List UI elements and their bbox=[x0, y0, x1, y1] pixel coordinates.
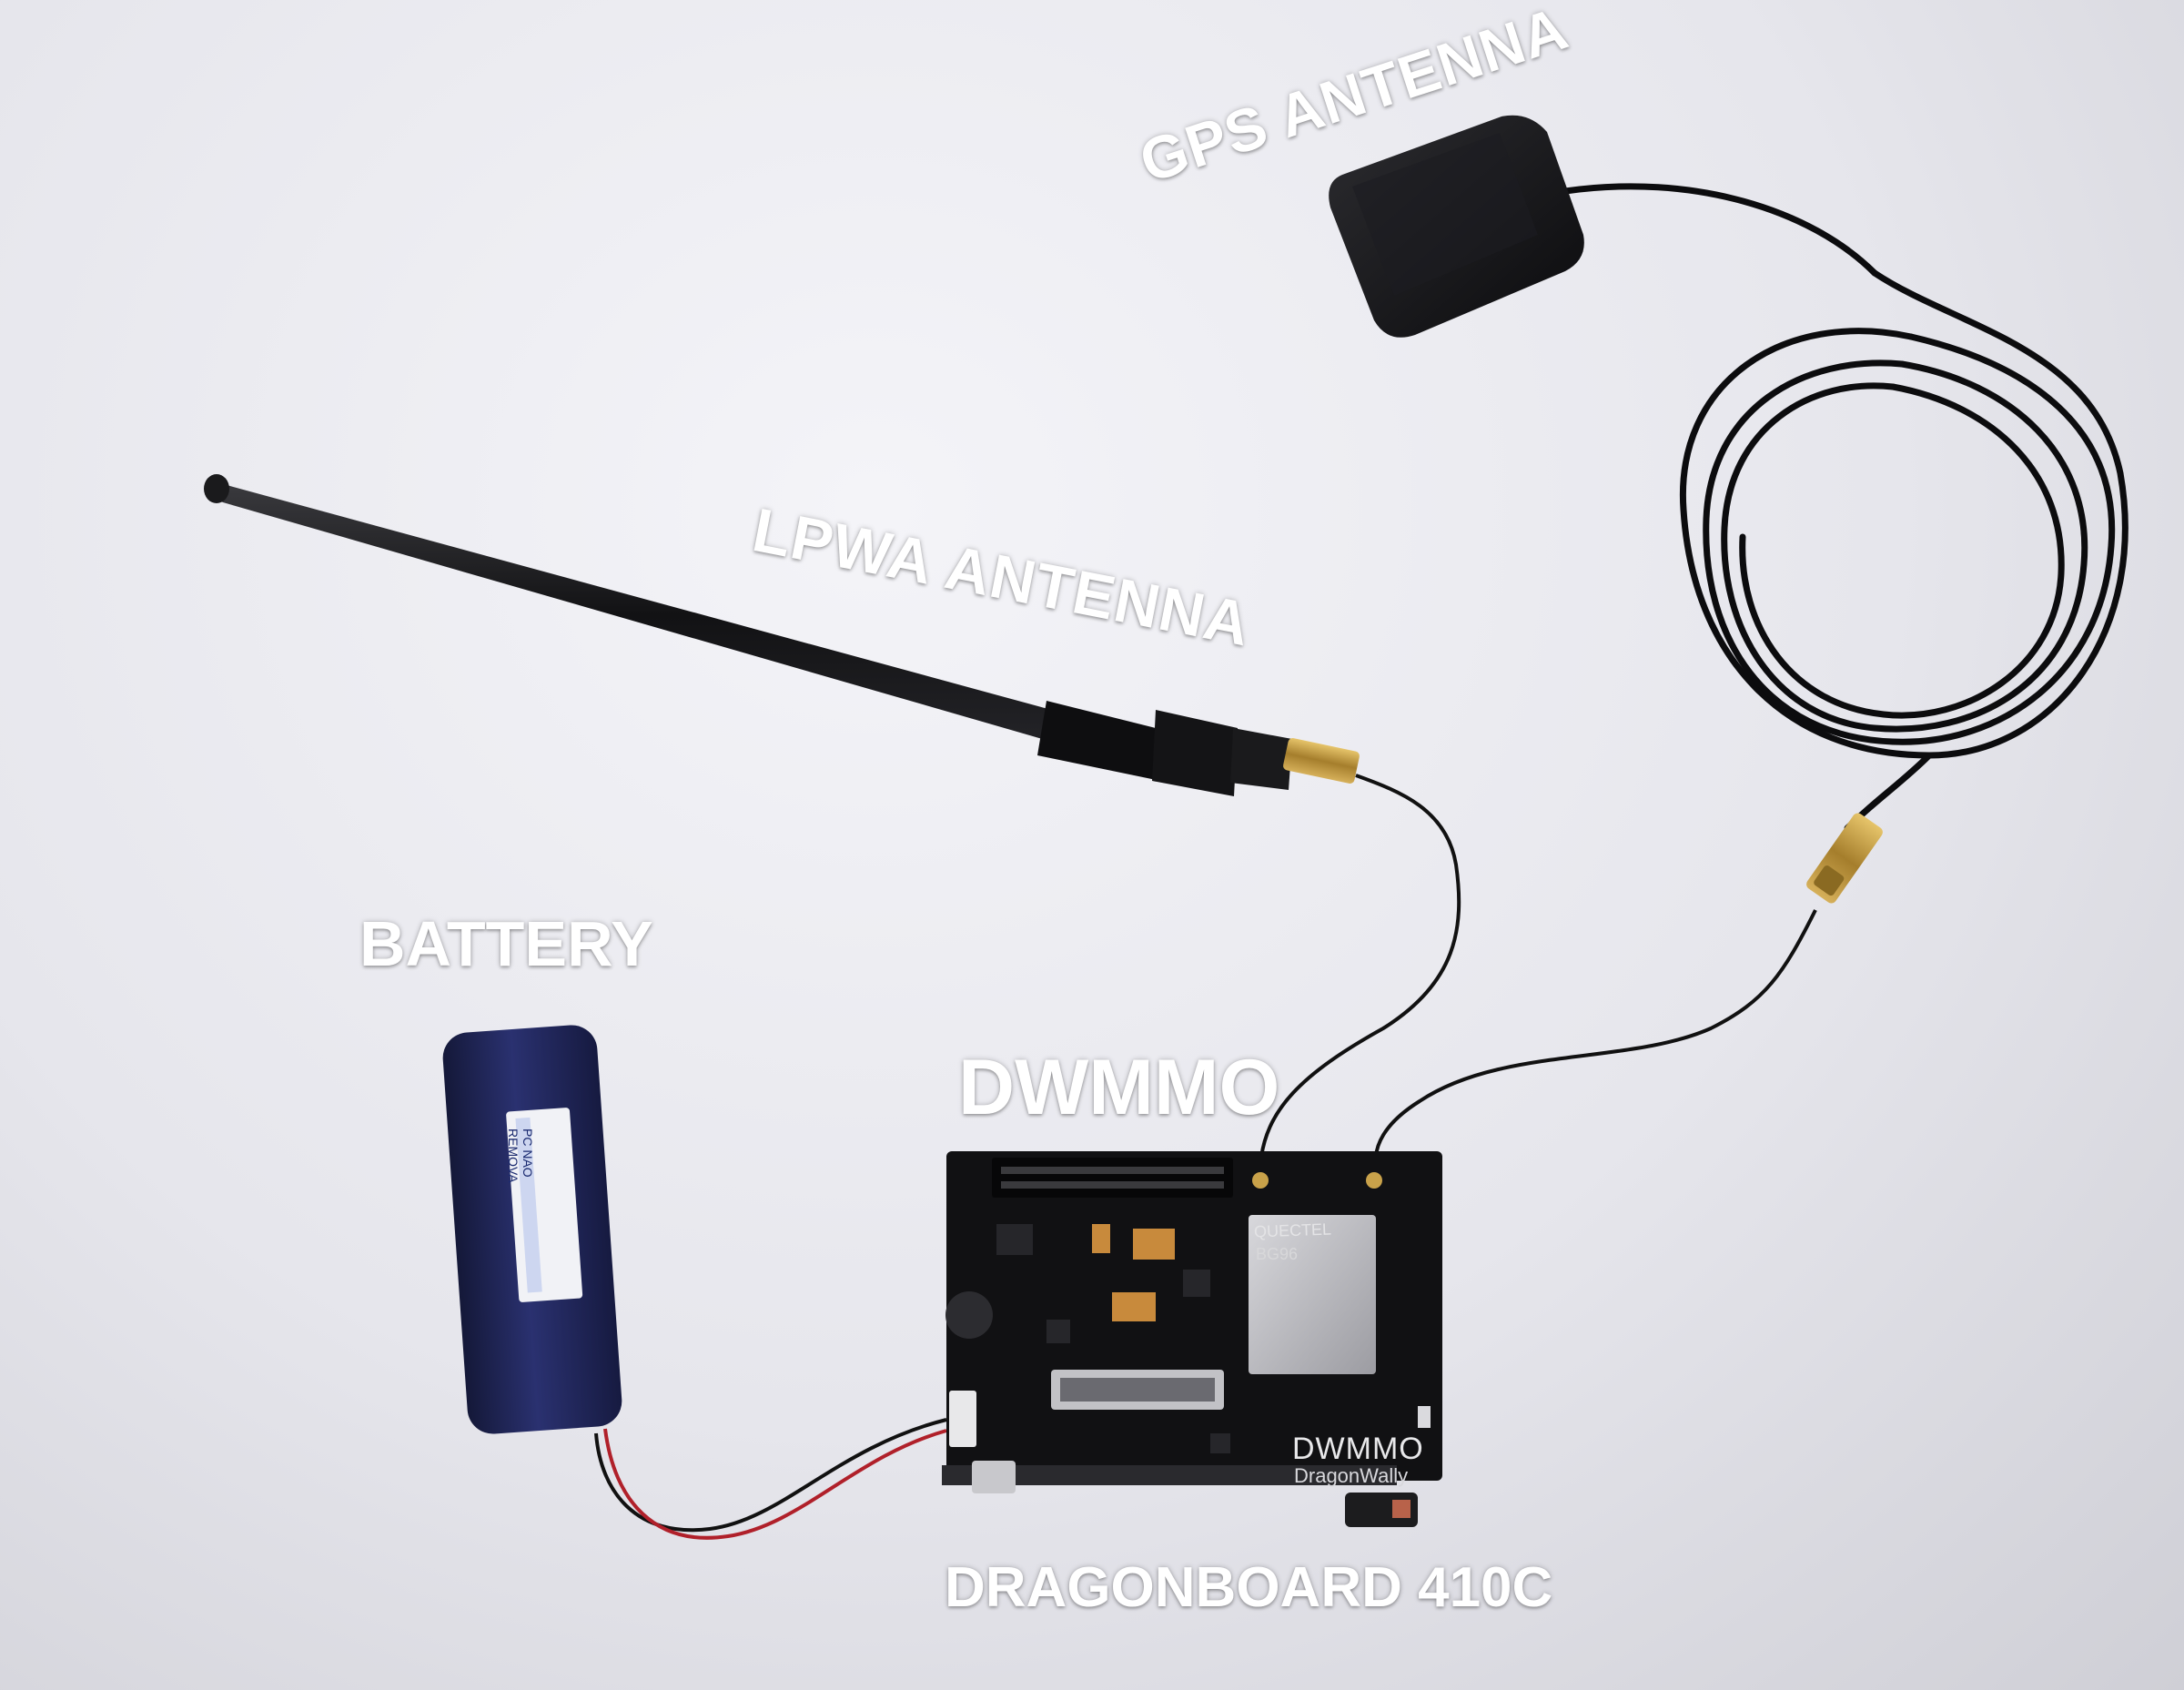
battery-wires bbox=[594, 1418, 947, 1540]
battery-sticker-text: PC NAO REMOVA bbox=[506, 1128, 535, 1183]
lpwa-antenna bbox=[204, 474, 1292, 796]
module-brand-text: QUECTEL bbox=[1253, 1219, 1332, 1241]
module-model-text: BG96 bbox=[1256, 1245, 1299, 1263]
battery-cell bbox=[442, 1025, 622, 1434]
gps-pigtail-cable bbox=[1373, 909, 1817, 1166]
board-logo-subtext: DragonWally bbox=[1294, 1464, 1409, 1487]
dwmmo-label: DWMMO bbox=[958, 1044, 1280, 1131]
dragonboard-label: DRAGONBOARD 410C bbox=[945, 1556, 1553, 1619]
gps-cable bbox=[1562, 183, 2128, 832]
lpwa-sma-connector bbox=[1283, 738, 1360, 784]
lpwa-pigtail-cable bbox=[1259, 774, 1461, 1166]
gps-antenna-puck bbox=[1329, 115, 1584, 338]
dwmmo-board bbox=[942, 1151, 1442, 1527]
board-logo-text: DWMMO bbox=[1292, 1432, 1424, 1466]
gps-sma-connector bbox=[1806, 813, 1883, 904]
battery-label: BATTERY bbox=[359, 908, 653, 979]
